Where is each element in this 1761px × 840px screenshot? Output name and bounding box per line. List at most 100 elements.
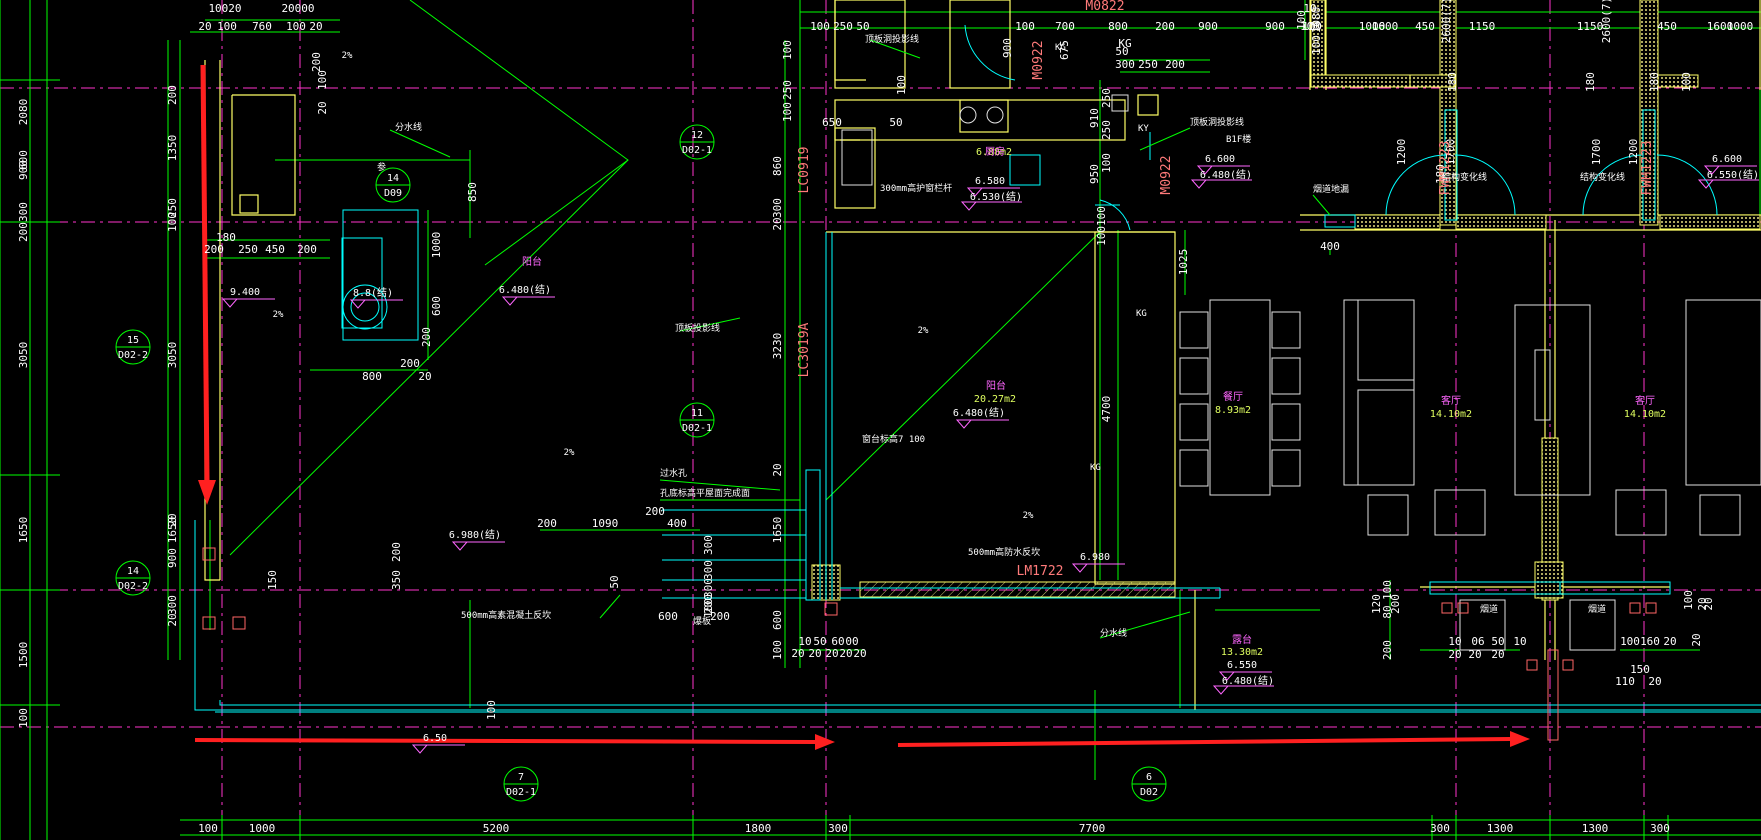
elevation-mark: 6.480(结) [953, 406, 1009, 429]
vertical-dimension: 100 [1100, 153, 1113, 173]
vertical-dimension: 100 [1310, 35, 1323, 55]
left-dimension: 3050 [166, 342, 179, 369]
top-dimension: 2600(7) [1440, 0, 1453, 43]
dimension-label: 20 [791, 647, 804, 660]
outer-left-dimension: 600 [17, 150, 30, 170]
top-dimension: 20 [198, 20, 211, 33]
dimension-label: 250 [1138, 58, 1158, 71]
vertical-dimension: 950 [1088, 164, 1101, 184]
left-dimension: 20 [166, 513, 179, 526]
top-dimension: 700 [1055, 20, 1075, 33]
slope-label: 2% [918, 326, 929, 336]
door-window-code: M0922 [1031, 40, 1046, 79]
left-dimension: 200 [166, 85, 179, 105]
callout-sheet: D02-1 [506, 787, 536, 798]
vertical-dimension: 150 [266, 570, 279, 590]
elevation-value: 6.980(结) [449, 528, 501, 541]
dimension-label: 200 [537, 517, 557, 530]
slope-label: 2% [1023, 511, 1034, 521]
elevation-value: 6.580 [975, 176, 1005, 187]
top-dimension: 1000 [1359, 20, 1386, 33]
top-dimension: 100 [1300, 20, 1320, 33]
room-area: 14.10m2 [1430, 409, 1472, 420]
dimension-label: 400 [667, 517, 687, 530]
dimension-label: 160 [1640, 635, 1660, 648]
top-dimension: 10 [1303, 2, 1316, 15]
annotation-note: 烟道 [1588, 603, 1606, 615]
vertical-dimension: 100 [1381, 580, 1394, 600]
dimension-label: 200 [1165, 58, 1185, 71]
annotation-note: 300mm高护窗栏杆 [880, 182, 952, 194]
door-window-code: LC3019A [797, 322, 812, 377]
dimension-label: 00 [845, 635, 858, 648]
elevation-value: 8.8(结) [353, 286, 393, 299]
dimension-label: 20 [418, 370, 431, 383]
vertical-dimension: 50 [608, 575, 621, 588]
annotation-note: 结构变化线 [1442, 171, 1487, 183]
roof-slope-lines [229, 0, 1101, 556]
vertical-dimension: 3230 [771, 333, 784, 360]
dimension-label: 200 [297, 243, 317, 256]
top-dimension: 100 [1015, 20, 1035, 33]
vertical-dimension: 20 [1696, 597, 1709, 610]
elevation-structural: 6.550(结) [1707, 168, 1759, 181]
vertical-dimension: 850 [466, 182, 479, 202]
vertical-dimension: 350 [390, 570, 403, 590]
vertical-dimension: 200 [310, 52, 323, 72]
dimension-label: 200 [400, 357, 420, 370]
top-dimension: 2600(7) [1600, 0, 1613, 43]
elevation-mark: 9.400 [221, 287, 275, 308]
annotation-note: 参 [377, 161, 386, 173]
callout-number: 11 [691, 408, 703, 419]
annotation-note: 顶板洞投影线 [865, 33, 919, 45]
vertical-dimension: 100 [702, 598, 715, 618]
room-name: 厨房 [985, 145, 1005, 158]
outer-left-dimension: 1500 [17, 642, 30, 669]
top-dimension: 760 [252, 20, 272, 33]
red-arrowhead-right-2 [1510, 731, 1530, 747]
elevation-mark: 6.50 [411, 733, 465, 754]
top-dimension: 20 [309, 20, 322, 33]
red-arrow-vertical [200, 64, 210, 481]
outer-left-dimension: 300 [17, 202, 30, 222]
vertical-dimension: 120 [1370, 594, 1383, 614]
red-arrowhead-down [198, 480, 216, 505]
vertical-dimension: 250 [1100, 120, 1113, 140]
vertical-dimension: 180 [1446, 72, 1459, 92]
room-area: 6.88m2 [976, 147, 1012, 158]
vertical-dimension: 300 [702, 535, 715, 555]
dimension-label: 200 [645, 505, 665, 518]
dimension-label: 10 [798, 635, 811, 648]
elevation-mark: 8.8(结) [349, 286, 403, 309]
dimension-label: 100 [1620, 635, 1640, 648]
vertical-dimension: 20 [771, 463, 784, 476]
outer-left-dimension: 3050 [17, 342, 30, 369]
annotation-note: 结构变化线 [1580, 171, 1625, 183]
left-dimension: 1350 [166, 135, 179, 162]
room-name: 露台 [1232, 633, 1252, 646]
dimension-label: 150 [1630, 663, 1650, 676]
top-dimension: 100 [1302, 20, 1322, 33]
section-callout-bubbles: 15D02-214D02-212D02-111D02-114D097D02-16… [115, 124, 1167, 802]
vertical-dimension: 20 [1690, 633, 1703, 646]
bottom-dimension: 5200 [483, 822, 510, 835]
vertical-dimension: 250 [781, 80, 794, 100]
annotation-note: KG [1055, 43, 1066, 53]
top-dimension: 100 [286, 20, 306, 33]
bottom-dimension: 300 [828, 822, 848, 835]
annotation-note: KG [1090, 463, 1101, 473]
vertical-dimension: 20 [316, 101, 329, 114]
vertical-dimension: 100 [485, 700, 498, 720]
dimension-label: 250 [238, 243, 258, 256]
dimension-label: 450 [265, 243, 285, 256]
annotation-note: 500mm高素混凝土反坎 [461, 609, 551, 621]
vertical-dimension: 1000 [430, 232, 443, 259]
callout-sheet: D02 [1140, 787, 1158, 798]
top-dimension: 10020 [208, 2, 241, 15]
top-dimension: 1150 [1469, 20, 1496, 33]
elevation-structural: 6.480(结) [1200, 168, 1252, 181]
vertical-dimension: 4700 [1100, 396, 1113, 423]
bottom-dimension: 7700 [1079, 822, 1106, 835]
